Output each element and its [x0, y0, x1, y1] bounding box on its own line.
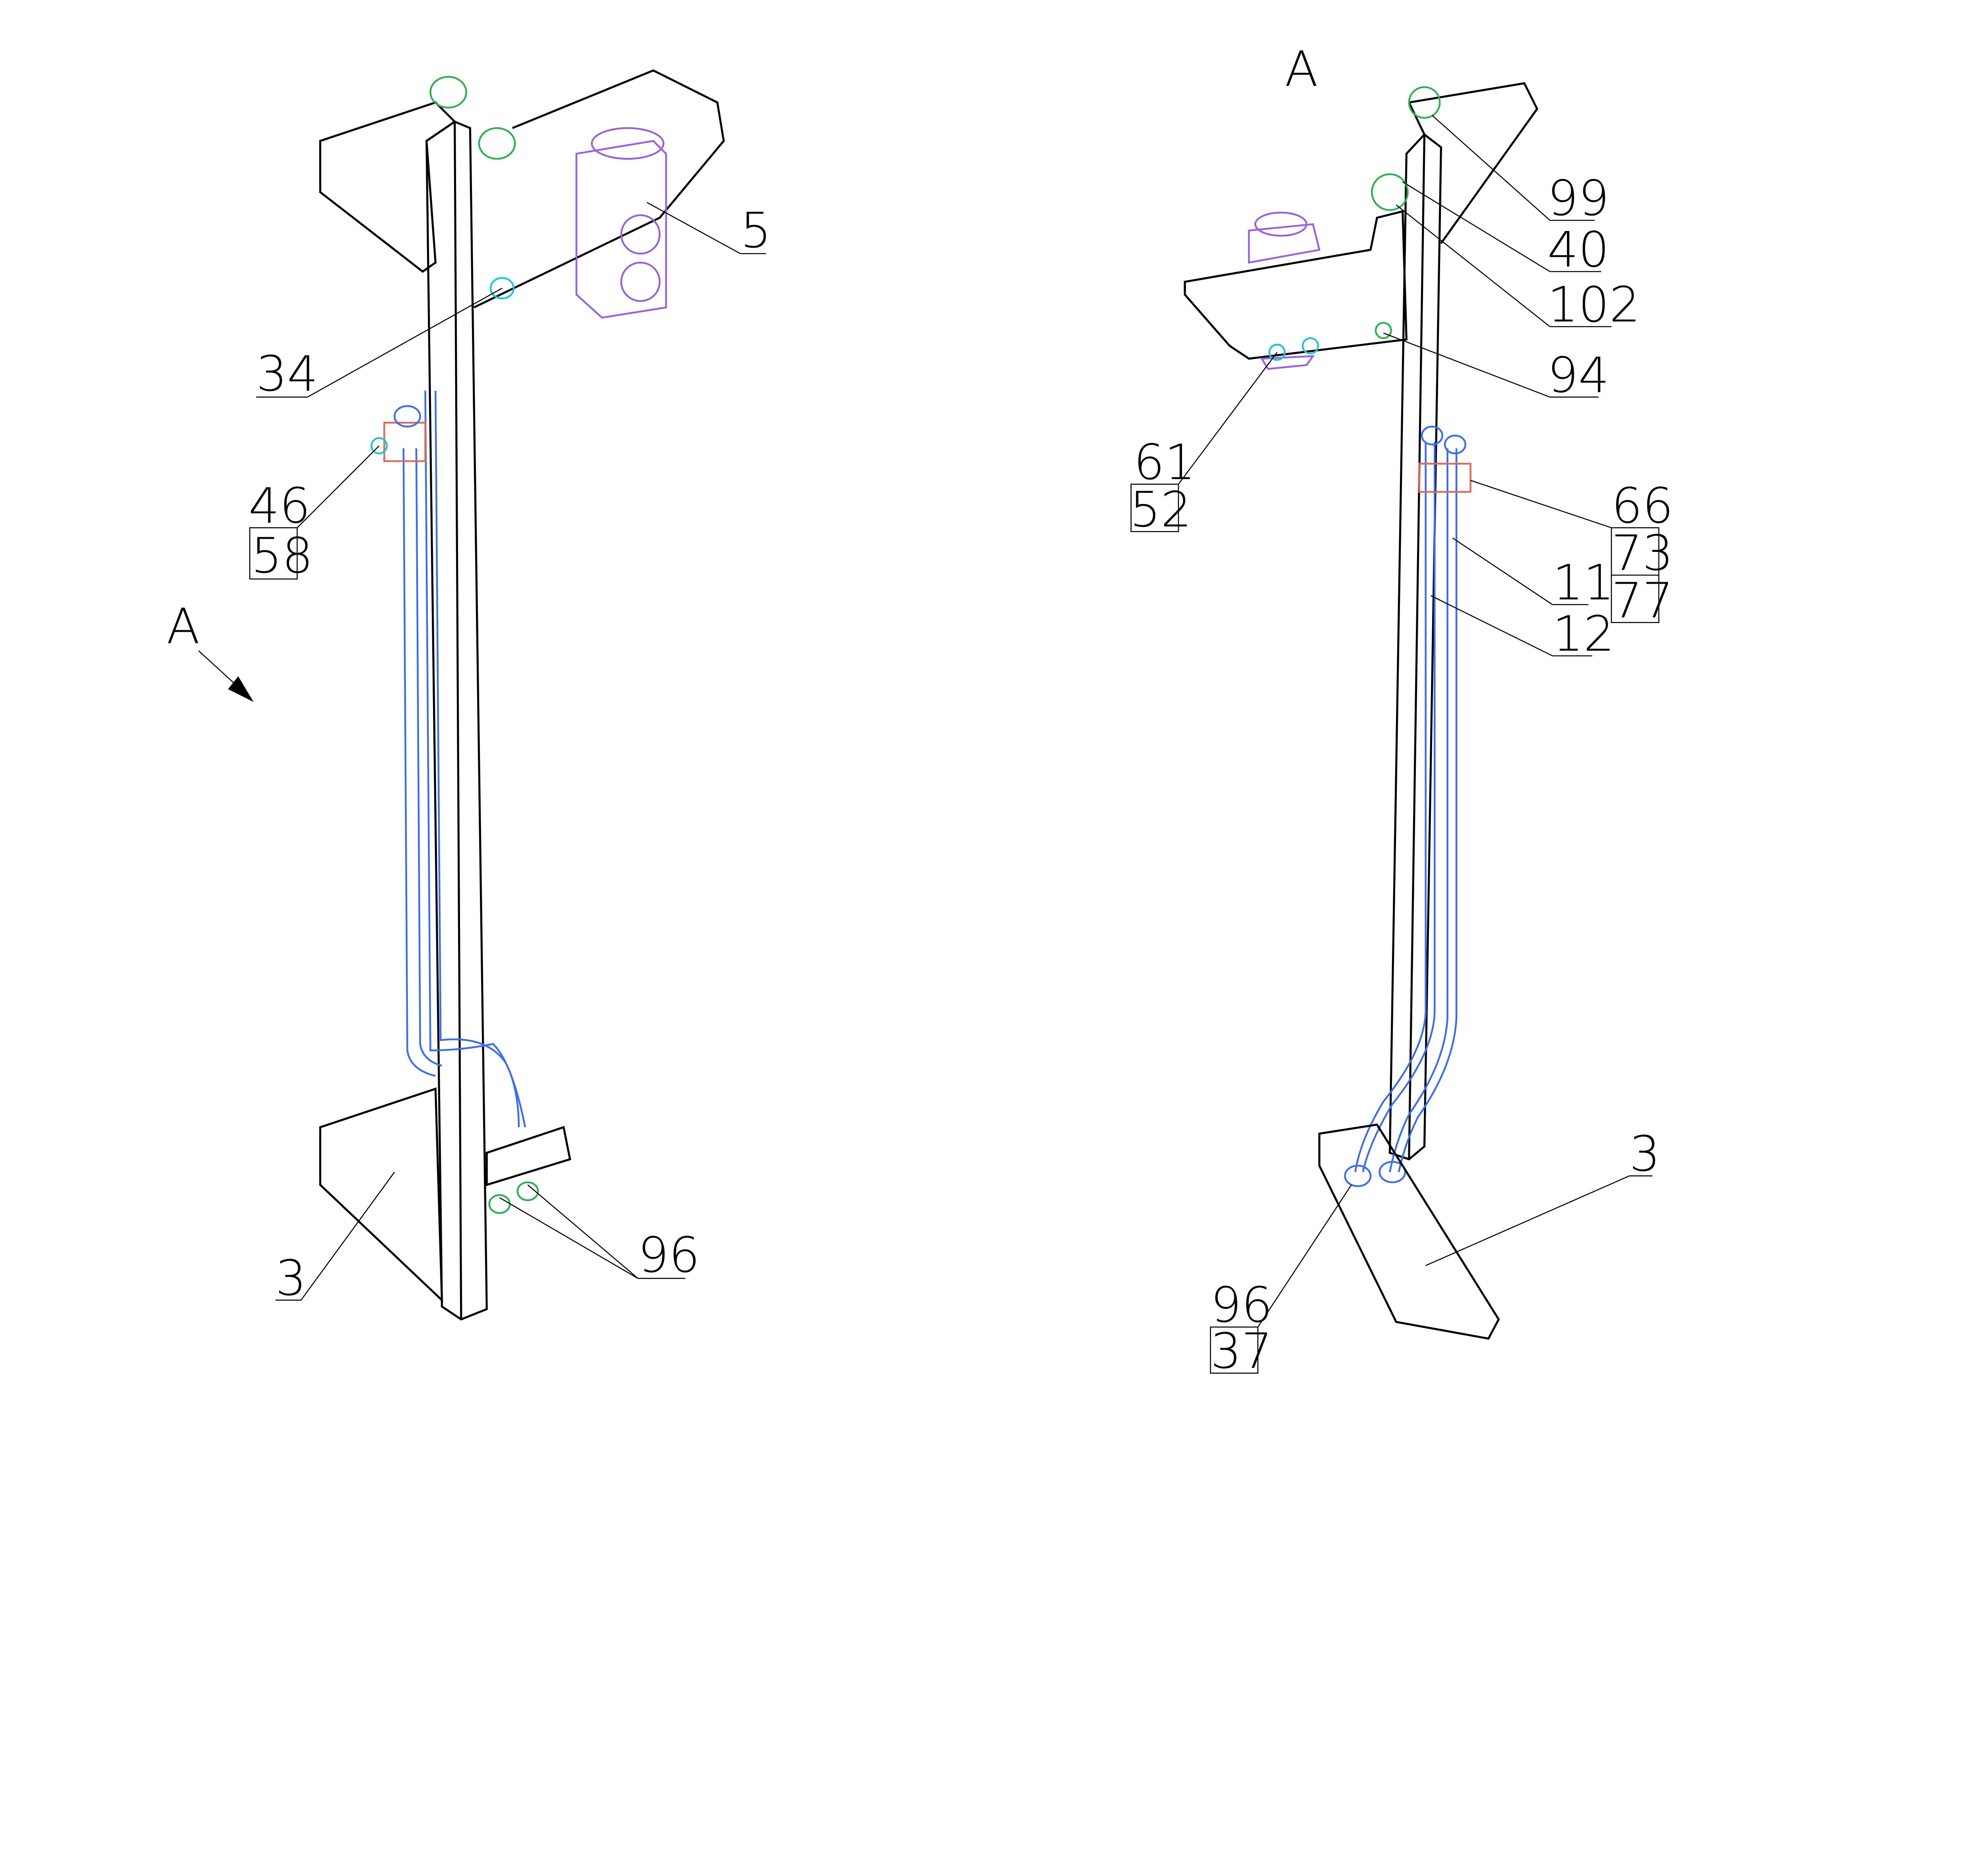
svg-text:77: 77 — [1611, 572, 1673, 629]
callout-12: 12 — [1431, 595, 1615, 662]
side-bracket — [1184, 210, 1408, 360]
valve-block-right — [1248, 212, 1321, 370]
callout-66-73-77: 66 73 77 — [1470, 477, 1673, 629]
view-title: A — [1285, 41, 1318, 97]
upright-post-right — [1388, 133, 1442, 1161]
view-marker-label: A — [167, 598, 200, 654]
callout-94: 94 — [1383, 332, 1609, 404]
svg-text:11: 11 — [1553, 554, 1615, 611]
svg-text:3: 3 — [276, 1250, 307, 1307]
top-bracket-right — [473, 69, 725, 309]
callout-102: 102 — [1396, 204, 1640, 333]
svg-text:46: 46 — [248, 477, 311, 534]
svg-text:96: 96 — [638, 1227, 700, 1283]
svg-text:96: 96 — [1210, 1277, 1272, 1334]
callout-46-58: 46 58 — [248, 445, 380, 584]
svg-text:5: 5 — [740, 202, 771, 259]
svg-text:94: 94 — [1547, 347, 1609, 404]
svg-text:73: 73 — [1611, 525, 1673, 582]
view-arrow-a: A — [167, 598, 254, 702]
callout-61-52: 61 52 — [1130, 352, 1278, 538]
callout-99: 99 — [1431, 115, 1609, 227]
callout-3-right: 3 — [1425, 1126, 1660, 1266]
svg-text:99: 99 — [1547, 170, 1609, 227]
bottom-bracket-right-view — [1318, 1123, 1500, 1340]
svg-text:3: 3 — [1629, 1126, 1660, 1182]
callout-3-left: 3 — [276, 1172, 395, 1307]
svg-text:12: 12 — [1553, 606, 1615, 662]
callout-11: 11 — [1452, 538, 1614, 611]
callout-5: 5 — [646, 202, 771, 259]
left-view: A 5 34 46 58 3 96 — [167, 69, 771, 1321]
valve-block — [575, 127, 667, 319]
svg-text:102: 102 — [1547, 276, 1640, 333]
right-view: A — [1130, 41, 1673, 1380]
assembly-drawing: A 5 34 46 58 3 96 A — [167, 41, 1673, 1380]
hydraulic-pipes-left — [371, 390, 526, 1128]
fittings-top-right — [1268, 86, 1441, 361]
bottom-bracket-left — [319, 1087, 443, 1303]
fittings-top — [429, 76, 516, 299]
bottom-bracket-right — [485, 1126, 571, 1186]
svg-text:34: 34 — [256, 346, 318, 402]
top-bracket-left — [319, 101, 456, 273]
top-bracket-right-view — [1408, 82, 1538, 244]
svg-text:40: 40 — [1547, 221, 1609, 278]
callout-40: 40 — [1402, 181, 1609, 278]
callout-34: 34 — [256, 287, 503, 402]
svg-text:52: 52 — [1130, 481, 1192, 538]
svg-text:61: 61 — [1134, 434, 1196, 491]
svg-text:37: 37 — [1210, 1323, 1272, 1380]
callout-96-37: 96 37 — [1210, 1184, 1352, 1380]
hydraulic-pipes-right — [1344, 425, 1472, 1187]
callout-96-left: 96 — [499, 1184, 700, 1283]
svg-text:58: 58 — [251, 527, 313, 584]
svg-text:66: 66 — [1611, 477, 1673, 534]
